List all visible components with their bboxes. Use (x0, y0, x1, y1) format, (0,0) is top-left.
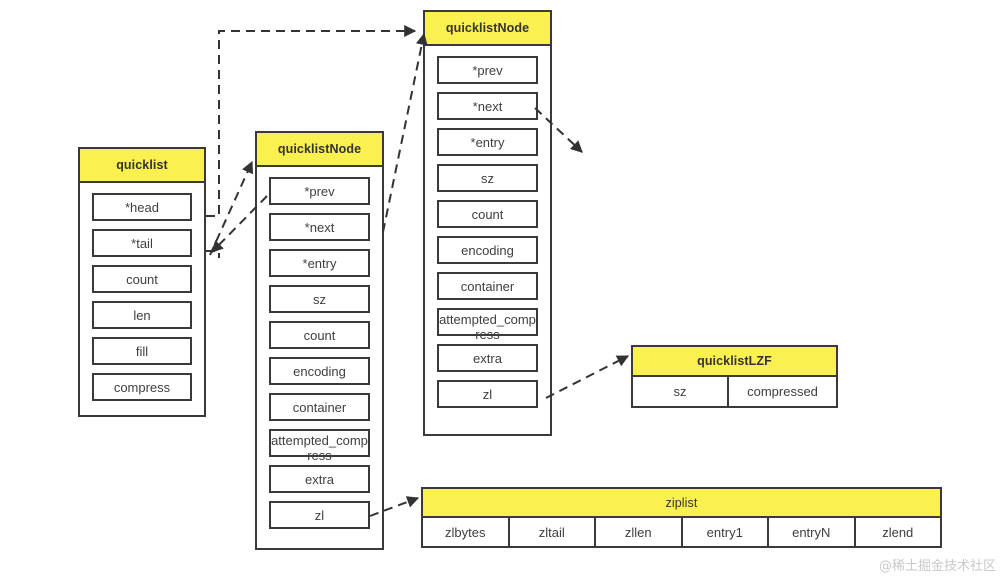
ziplist-col-zlbytes: zlbytes (423, 518, 510, 546)
struct-quicklistlzf-title: quicklistLZF (633, 347, 836, 377)
ziplist-col-zllen: zllen (596, 518, 683, 546)
link-tail-stub (206, 250, 220, 258)
ziplist-col-entry1: entry1 (683, 518, 769, 546)
field-zl: zl (269, 501, 370, 529)
ziplist-col-zlend: zlend (882, 524, 914, 540)
field-prev: *prev (437, 56, 538, 84)
field-attempted-compress-label: attempted_compress (271, 433, 368, 463)
field-count: count (437, 200, 538, 228)
struct-quicklistnode-middle-fields: *prev *next *entry sz count encoding con… (257, 167, 382, 539)
struct-ziplist-columns: zlbytes zltail zllen entry1 entryN zlend (423, 518, 940, 546)
field-head: *head (92, 193, 192, 221)
field-entry: *entry (437, 128, 538, 156)
link-node-right-zl-to-lzf (545, 355, 630, 399)
ziplist-col-entryn: entryN (769, 518, 856, 546)
field-extra: extra (437, 344, 538, 372)
field-entry: *entry (269, 249, 370, 277)
field-count: count (269, 321, 370, 349)
field-container: container (269, 393, 370, 421)
field-zl: zl (437, 380, 538, 408)
field-extra: extra (269, 465, 370, 493)
field-compress: compress (92, 373, 192, 401)
ziplist-col-zltail: zltail (510, 518, 596, 546)
struct-quicklist: quicklist *head *tail count len fill com… (78, 147, 206, 417)
lzf-col-sz: sz (633, 377, 729, 406)
struct-quicklistnode-middle-title: quicklistNode (257, 133, 382, 167)
watermark: @稀土掘金技术社区 (878, 559, 996, 574)
field-encoding: encoding (269, 357, 370, 385)
struct-quicklist-fields: *head *tail count len fill compress (80, 183, 204, 411)
field-prev: *prev (269, 177, 370, 205)
link-node-middle-next-to-node-right (382, 32, 428, 233)
field-next: *next (437, 92, 538, 120)
field-len: len (92, 301, 192, 329)
field-fill: fill (92, 337, 192, 365)
field-count: count (92, 265, 192, 293)
struct-quicklistlzf-columns: sz compressed (633, 377, 836, 406)
field-tail: *tail (92, 229, 192, 257)
field-container: container (437, 272, 538, 300)
link-tail-to-node-middle (209, 160, 254, 256)
struct-quicklist-title: quicklist (80, 149, 204, 183)
struct-quicklistnode-right: quicklistNode *prev *next *entry sz coun… (423, 10, 552, 436)
field-attempted-compress-label: attempted_compress (439, 312, 536, 342)
struct-quicklistnode-right-fields: *prev *next *entry sz count encoding con… (425, 46, 550, 418)
field-sz: sz (269, 285, 370, 313)
struct-ziplist-title: ziplist (423, 489, 940, 518)
field-sz: sz (437, 164, 538, 192)
struct-quicklistlzf: quicklistLZF sz compressed (631, 345, 838, 408)
lzf-col-compressed: compressed (747, 384, 818, 399)
field-attempted-compress: attempted_compress (437, 308, 538, 342)
field-next: *next (269, 213, 370, 241)
field-attempted-compress: attempted_compress (269, 429, 370, 463)
struct-quicklistnode-middle: quicklistNode *prev *next *entry sz coun… (255, 131, 384, 550)
field-encoding: encoding (437, 236, 538, 264)
struct-quicklistnode-right-title: quicklistNode (425, 12, 550, 46)
struct-ziplist: ziplist zlbytes zltail zllen entry1 entr… (421, 487, 942, 548)
